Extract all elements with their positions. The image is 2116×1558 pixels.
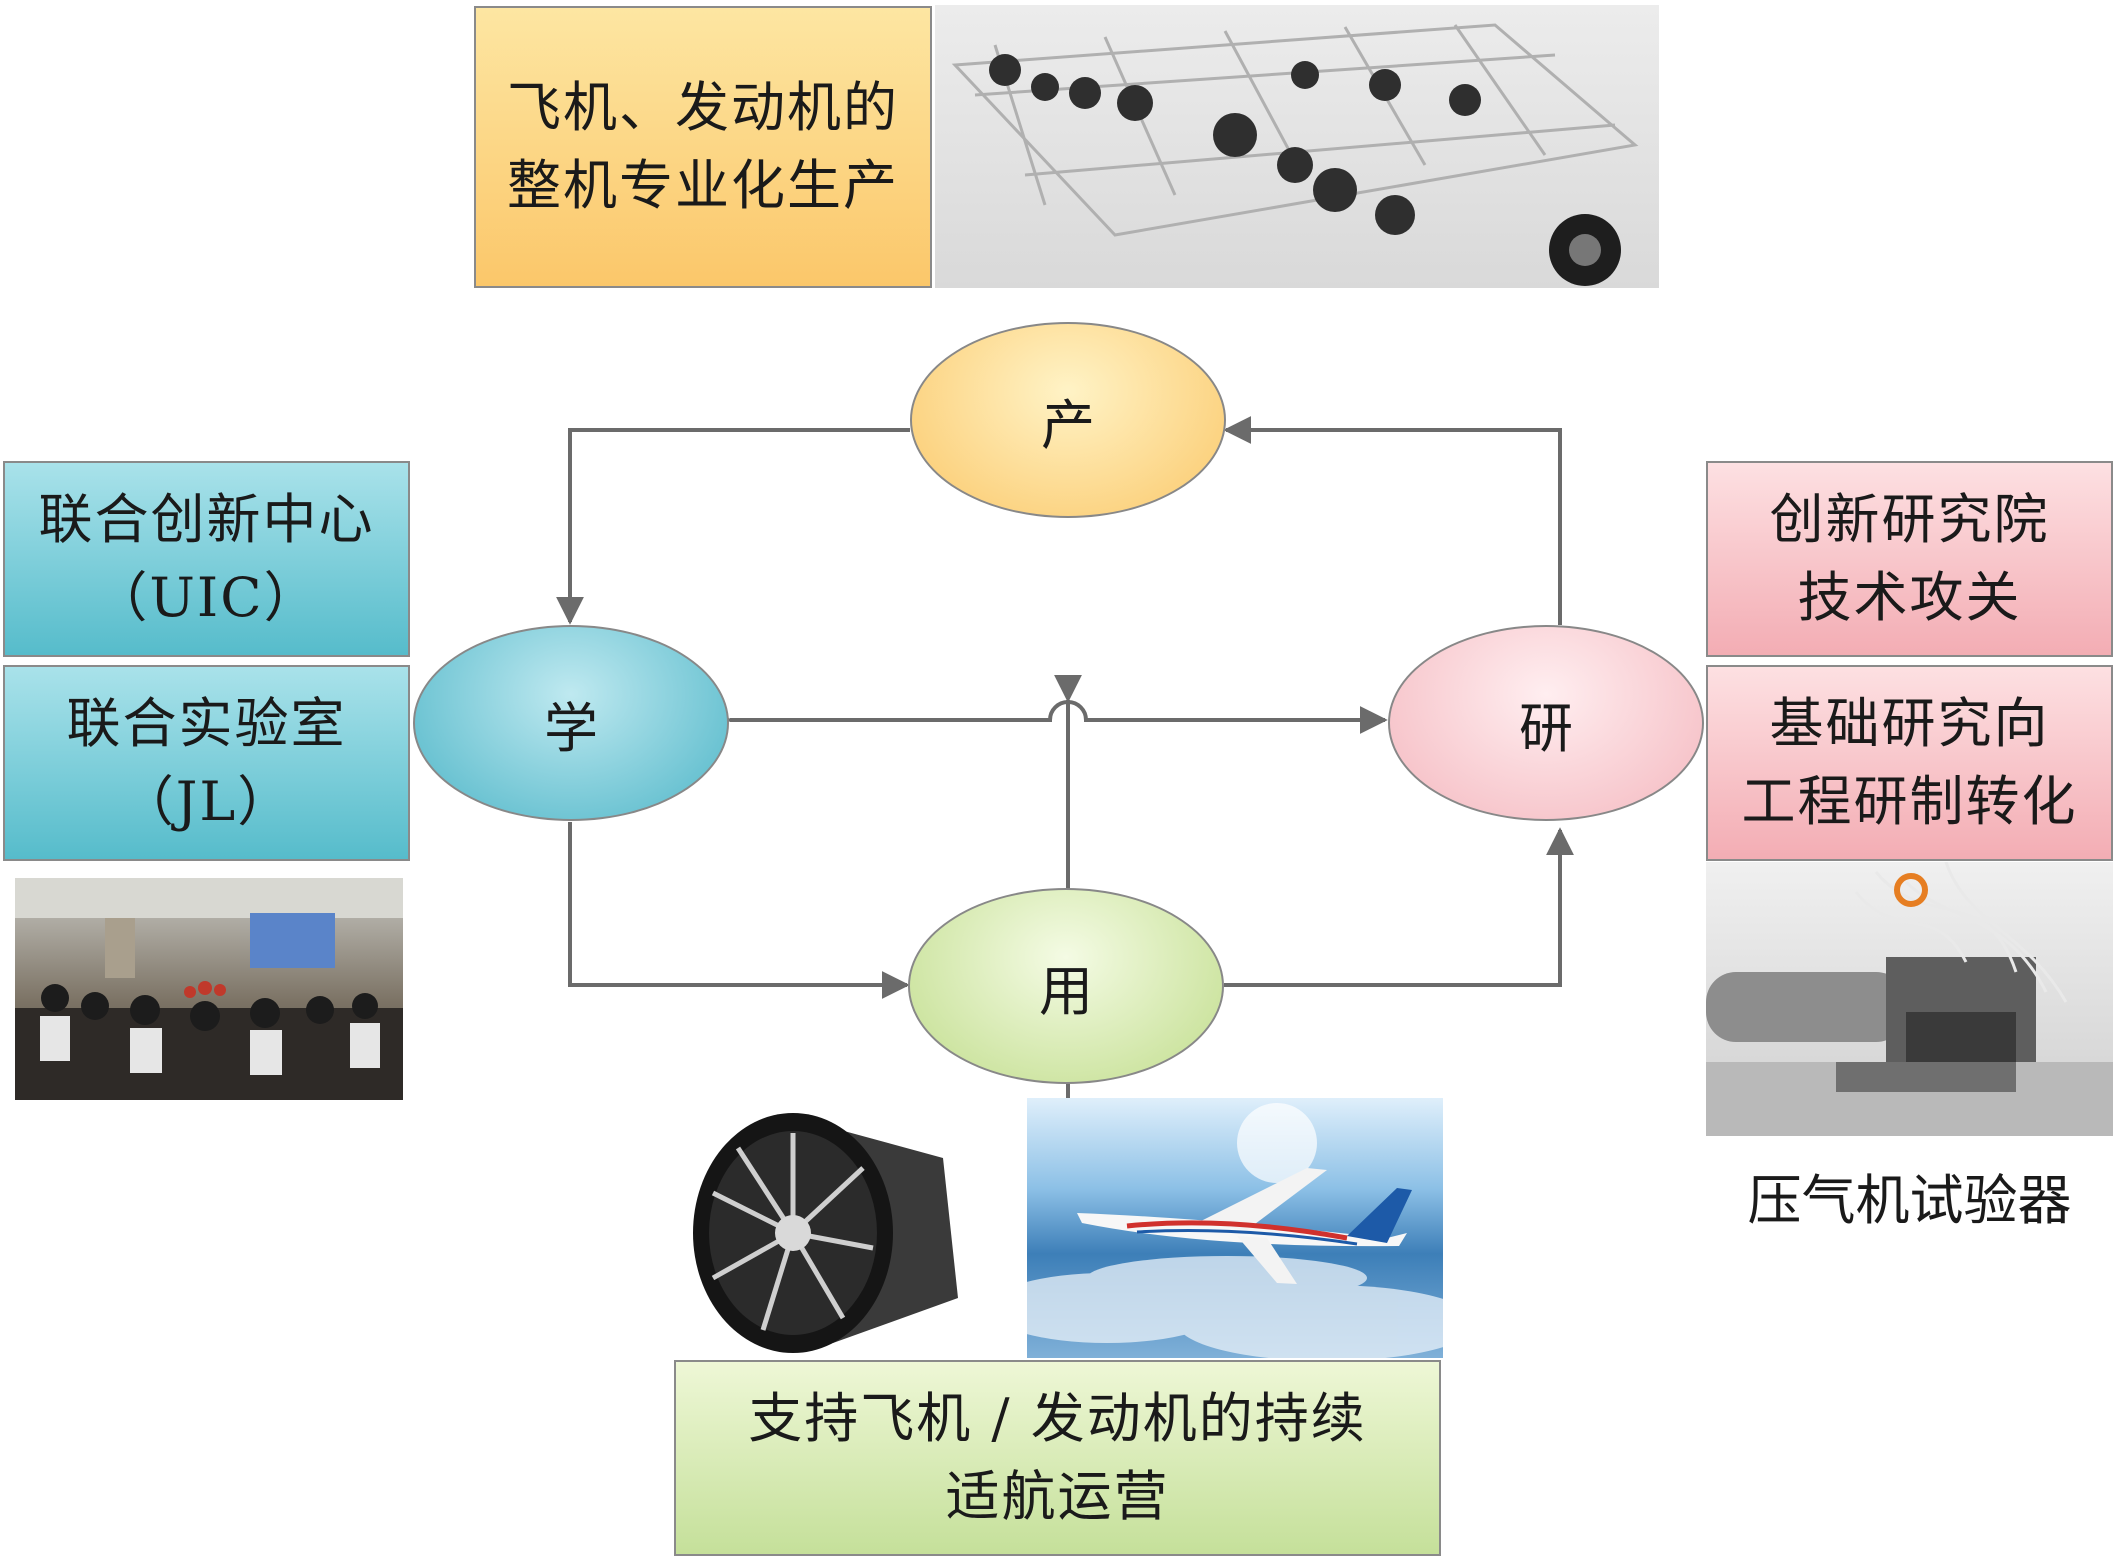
arrow-yong-to-yan [1224,827,1574,987]
arrow-horizontal-xue-yan [704,700,1388,734]
node-chan: 产 [910,322,1226,518]
assembly-line-image [935,5,1659,288]
production-line-2: 整机专业化生产 [507,154,899,217]
arrow-chan-to-xue [556,428,910,625]
node-chan-label: 产 [1041,393,1095,457]
uic-line-2: （UIC） [93,566,320,629]
node-xue-label: 学 [544,696,598,760]
jl-line-1: 联合实验室 [66,692,347,755]
node-yan-label: 研 [1519,696,1573,760]
support-box: 支持飞机 / 发动机的持续 适航运营 [674,1360,1441,1556]
production-box: 飞机、发动机的 整机专业化生产 [474,6,932,288]
uic-box: 联合创新中心 （UIC） [3,461,410,657]
arrow-xue-to-yong [568,822,910,999]
jl-box: 联合实验室 （JL） [3,665,410,861]
node-yan: 研 [1388,625,1704,821]
turbofan-engine-image [683,1098,983,1358]
compressor-caption: 压气机试验器 [1747,1169,2072,1232]
support-line-2: 适航运营 [945,1465,1170,1528]
node-xue: 学 [413,625,729,821]
meeting-room-photo [15,878,403,1100]
uic-line-1: 联合创新中心 [38,488,375,551]
airliner-photo [1027,1098,1443,1358]
transfer-box: 基础研究向 工程研制转化 [1706,665,2113,861]
transfer-line-2: 工程研制转化 [1741,770,2078,833]
institute-line-2: 技术攻关 [1797,566,2022,629]
jl-line-2: （JL） [119,770,294,833]
institute-box: 创新研究院 技术攻关 [1706,461,2113,657]
transfer-line-1: 基础研究向 [1769,692,2050,755]
node-yong-label: 用 [1039,959,1093,1023]
node-yong: 用 [908,888,1224,1084]
production-line-1: 飞机、发动机的 [507,76,899,139]
arrow-yan-to-chan [1223,416,1562,625]
institute-line-1: 创新研究院 [1769,488,2050,551]
support-line-1: 支持飞机 / 发动机的持续 [748,1387,1367,1450]
compressor-rig-photo [1706,862,2113,1136]
